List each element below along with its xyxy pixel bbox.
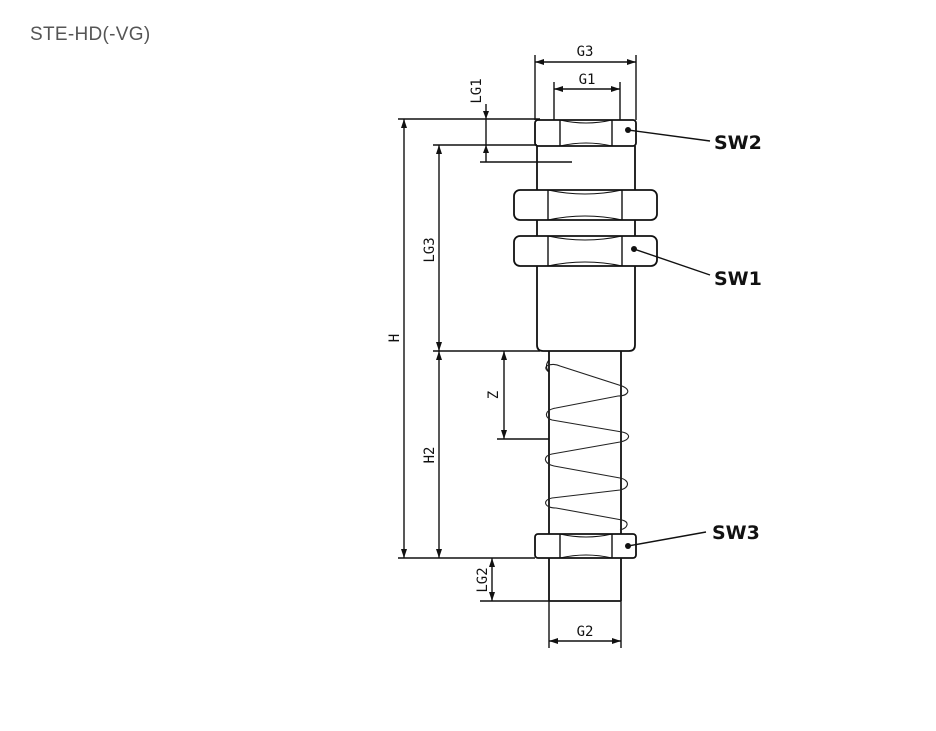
extension-lines [398,55,637,648]
middle-hex-nut [513,189,658,221]
sw1-hex-nut [513,235,658,267]
dim-label-h: H [387,334,403,342]
dim-label-lg2: LG2 [475,567,491,592]
dim-label-lg3: LG3 [422,237,438,262]
dim-label-h2: H2 [422,447,438,464]
bottom-thread [548,558,622,602]
plunger-shaft [548,351,622,534]
top-hex-nut [534,119,637,147]
dim-label-lg1: LG1 [469,78,485,103]
dim-label-g2: G2 [577,624,594,640]
upper-body [536,146,636,190]
dim-label-g1: G1 [579,72,596,88]
dim-label-z: Z [486,391,502,399]
callout-sw1: SW1 [714,268,762,290]
dim-label-g3: G3 [577,44,594,60]
bottom-hex-nut [534,533,637,559]
lower-body [536,266,636,352]
part-title: STE-HD(-VG) [30,24,151,45]
callout-sw3: SW3 [712,522,760,544]
callout-leaders [625,127,711,549]
callout-sw2: SW2 [714,132,762,154]
spring-coil [544,359,630,531]
dimension-lines [401,59,636,644]
